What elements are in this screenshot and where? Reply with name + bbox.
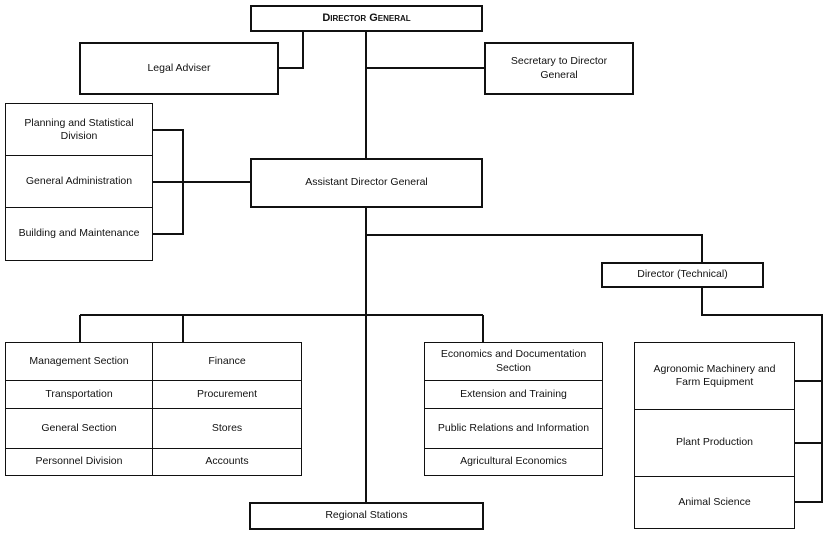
economics-documentation-box: Economics and Documentation Section (424, 342, 603, 381)
personnel-division-box: Personnel Division (5, 448, 153, 476)
director-technical-box: Director (Technical) (601, 262, 764, 288)
secretary-box: Secretary to Director General (484, 42, 634, 95)
extension-training-box: Extension and Training (424, 380, 603, 409)
plant-production-box: Plant Production (634, 409, 795, 477)
animal-science-box: Animal Science (634, 476, 795, 529)
management-section-box: Management Section (5, 342, 153, 381)
procurement-box: Procurement (152, 380, 302, 409)
regional-stations-box: Regional Stations (249, 502, 484, 530)
assistant-director-general-box: Assistant Director General (250, 158, 483, 208)
transportation-box: Transportation (5, 380, 153, 409)
general-administration-box: General Administration (5, 155, 153, 209)
agronomic-machinery-box: Agronomic Machinery and Farm Equipment (634, 342, 795, 410)
director-general-box: Director General (250, 5, 483, 32)
public-relations-box: Public Relations and Information (424, 408, 603, 449)
legal-adviser-box: Legal Adviser (79, 42, 279, 95)
general-section-box: General Section (5, 408, 153, 449)
accounts-box: Accounts (152, 448, 302, 476)
stores-box: Stores (152, 408, 302, 449)
finance-box: Finance (152, 342, 302, 381)
building-maintenance-box: Building and Maintenance (5, 207, 153, 261)
agricultural-economics-box: Agricultural Economics (424, 448, 603, 476)
planning-statistical-box: Planning and Statistical Division (5, 103, 153, 157)
